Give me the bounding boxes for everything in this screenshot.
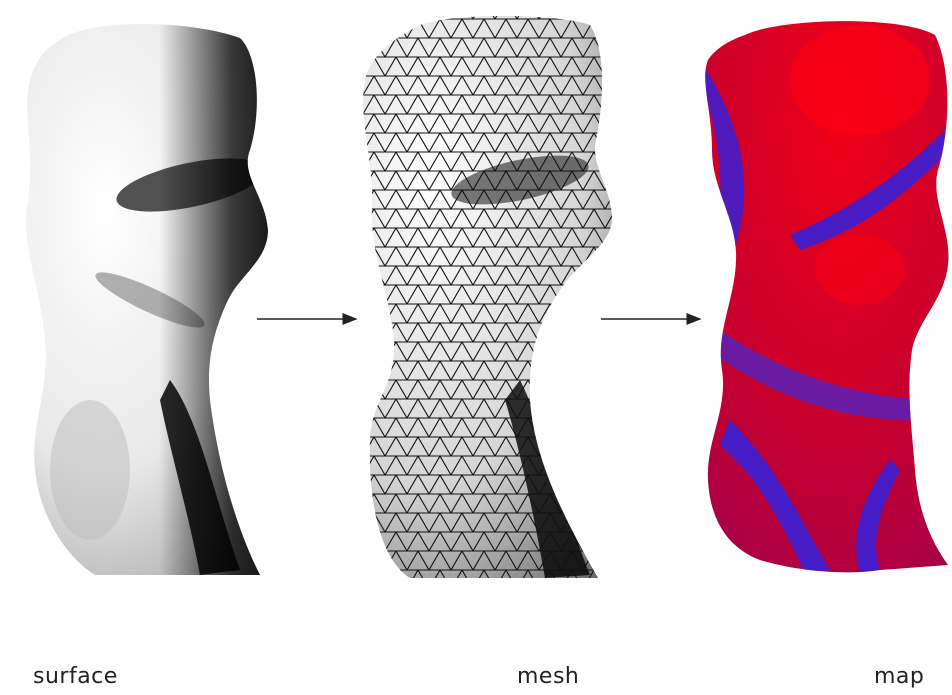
- label-mesh: mesh: [517, 664, 579, 689]
- map-render: [690, 0, 952, 600]
- label-surface: surface: [33, 664, 118, 689]
- mesh-render: [340, 0, 640, 600]
- label-map: map: [874, 664, 924, 689]
- surface-render: [0, 0, 300, 600]
